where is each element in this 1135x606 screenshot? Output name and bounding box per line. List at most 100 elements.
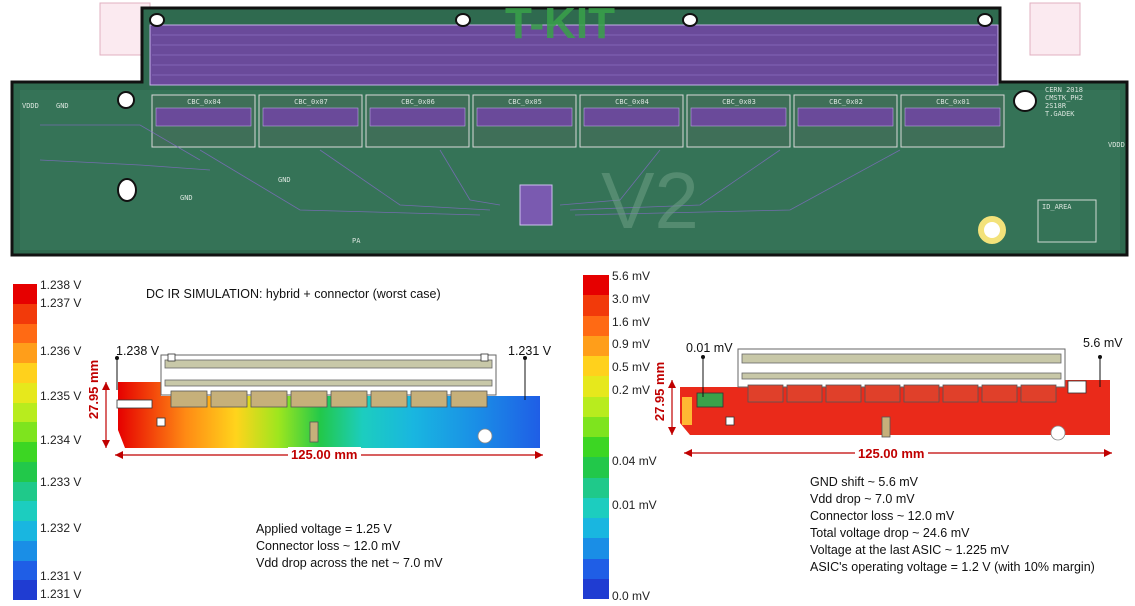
colorbar-segment (583, 396, 609, 417)
colorbar-segment (583, 578, 609, 599)
mount-hole (977, 13, 993, 27)
colorbar-label: 0.9 mV (612, 337, 651, 351)
colorbar-segment (13, 422, 37, 442)
asic-chip (1020, 384, 1057, 403)
asic-chip (330, 390, 368, 408)
colorbar-label: 1.235 V (40, 389, 82, 403)
right-width-dimension: 125.00 mm (855, 446, 928, 461)
colorbar-label: 0.01 mV (612, 498, 657, 512)
colorbar-segment (13, 363, 37, 383)
right-board-map (668, 348, 1112, 457)
left-note-line: Connector loss ~ 12.0 mV (256, 539, 401, 553)
colorbar-segment (13, 303, 37, 324)
colorbar-label: 5.6 mV (612, 269, 651, 283)
pcb-label-gnd: GND (278, 176, 291, 184)
asic-chip (825, 384, 862, 403)
cbc-chip-pads (155, 107, 252, 127)
right-note-line: Voltage at the last ASIC ~ 1.225 mV (810, 543, 1010, 557)
cbc-chip-pads (262, 107, 359, 127)
colorbar-label: 0.2 mV (612, 383, 651, 397)
left-probe-left-value: 1.238 V (116, 344, 160, 358)
colorbar-segment (13, 461, 37, 482)
pcb-info-line: T.GADEK (1045, 110, 1075, 118)
colorbar-segment (583, 518, 609, 539)
asic-chip (250, 390, 288, 408)
colorbar-segment (13, 402, 37, 423)
colorbar-label: 0.0 mV (612, 589, 651, 603)
colorbar-label: 0.04 mV (612, 454, 657, 468)
colorbar-label: 1.231 V (40, 569, 82, 583)
colorbar-label: 1.6 mV (612, 315, 651, 329)
left-note-line: Applied voltage = 1.25 V (256, 522, 392, 536)
asic-chip (370, 390, 408, 408)
cbc-chip-label: CBC_0x05 (508, 98, 542, 106)
pcb-label-vddd-left: VDDD (22, 102, 39, 110)
right-probe-left-value: 0.01 mV (686, 341, 733, 355)
cbc-chip-pads (476, 107, 573, 127)
colorbar-segment (583, 437, 609, 458)
colorbar-segment (13, 323, 37, 344)
cbc-chip-label: CBC_0x03 (722, 98, 756, 106)
mount-hole (455, 13, 471, 27)
pcb-label-gnd: GND (180, 194, 193, 202)
left-panel-title: DC IR SIMULATION: hybrid + connector (wo… (146, 287, 441, 301)
pcb-info-block: CERN 2018 CMSTK_PH2 2S18R T.GADEK (1045, 86, 1083, 118)
asic-chip (170, 390, 208, 408)
colorbar-label: 0.5 mV (612, 360, 651, 374)
left-height-dimension: 27.95 mm (86, 359, 102, 420)
right-note-line: Connector loss ~ 12.0 mV (810, 509, 955, 523)
colorbar-segment (583, 538, 609, 559)
id-area-box (1037, 199, 1097, 243)
pcb-info-line: CERN 2018 (1045, 86, 1083, 94)
colorbar-label: 3.0 mV (612, 292, 651, 306)
mount-hole (117, 91, 135, 109)
asic-chip (747, 384, 784, 403)
right-note-line: ASIC's operating voltage = 1.2 V (with 1… (810, 560, 1095, 574)
pcb-id-area: ID_AREA (1042, 203, 1072, 211)
asic-chip (410, 390, 448, 408)
cbc-chip-label: CBC_0x06 (401, 98, 435, 106)
colorbar-segment (13, 284, 37, 304)
mount-hole (682, 13, 698, 27)
asic-chip (210, 390, 248, 408)
cbc-chip-label: CBC_0x02 (829, 98, 863, 106)
pcb-label-vddd-right: VDDD (1108, 141, 1125, 149)
left-board-map (102, 353, 543, 459)
right-height-dimension: 27.95 mm (652, 361, 668, 422)
colorbar-label: 1.233 V (40, 475, 82, 489)
pcb-version-watermark: V2 (601, 156, 699, 245)
right-note-line: Total voltage drop ~ 24.6 mV (810, 526, 970, 540)
colorbar-segment (583, 477, 609, 498)
colorbar-label: 1.236 V (40, 344, 82, 358)
right-note-line: Vdd drop ~ 7.0 mV (810, 492, 915, 506)
right-probe-right-value: 5.6 mV (1083, 336, 1123, 350)
pcb-label-pa: PA (352, 237, 361, 245)
colorbar-segment (13, 343, 37, 363)
colorbar-segment (13, 481, 37, 502)
cbc-chip-pads (690, 107, 787, 127)
colorbar-segment (583, 315, 609, 336)
cbc-chip-label: CBC_0x04 (615, 98, 649, 106)
colorbar-label: 1.231 V (40, 587, 82, 601)
left-probe-right-value: 1.231 V (508, 344, 552, 358)
colorbar-label: 1.234 V (40, 433, 82, 447)
right-colorbar (583, 275, 609, 599)
cbc-chip-label: CBC_0x01 (936, 98, 970, 106)
pcb-overlay-text: T-KIT (505, 0, 615, 48)
cbc-chip-label: CBC_0x04 (187, 98, 221, 106)
colorbar-segment (13, 442, 37, 462)
left-note-line: Vdd drop across the net ~ 7.0 mV (256, 556, 443, 570)
mount-hole (149, 13, 165, 27)
colorbar-segment (583, 275, 609, 296)
cbc-chip-pads (369, 107, 466, 127)
pcb-info-line: CMSTK_PH2 (1045, 94, 1083, 102)
asic-chip (786, 384, 823, 403)
cbc-chip-pads (583, 107, 680, 127)
center-chip (519, 184, 553, 226)
colorbar-label: 1.232 V (40, 521, 82, 535)
colorbar-segment (583, 356, 609, 377)
pcb-tab-right (1029, 2, 1081, 56)
left-colorbar (13, 284, 37, 600)
